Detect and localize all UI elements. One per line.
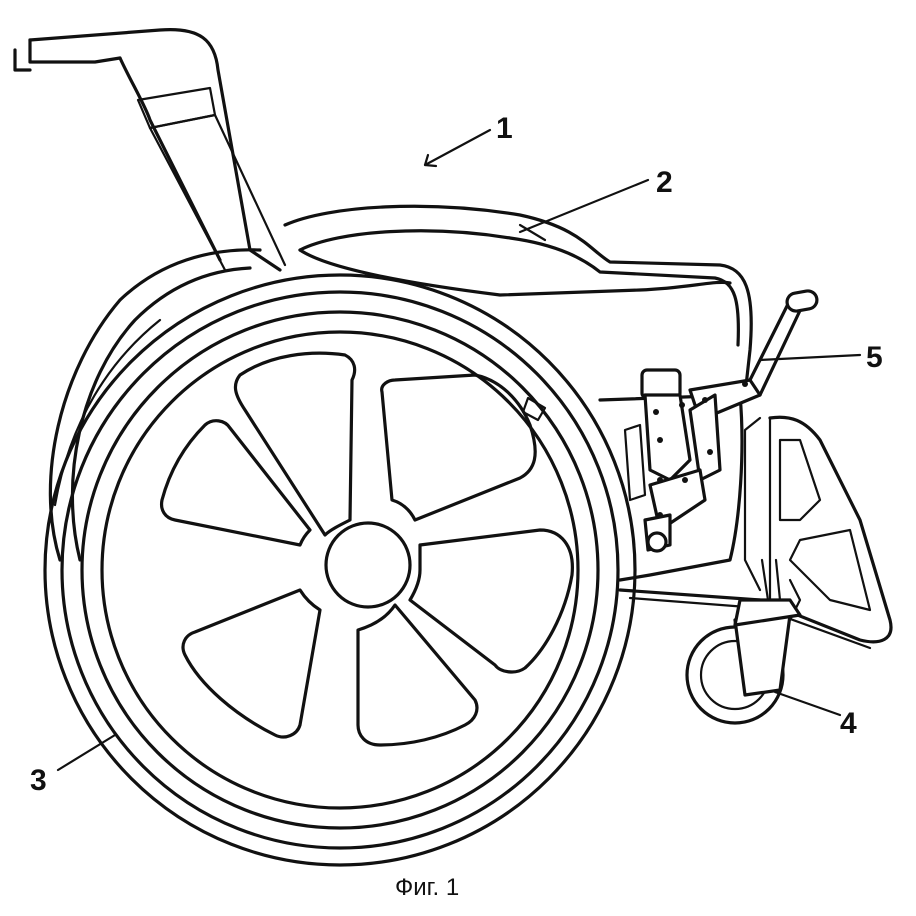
label-lever: 5 [866, 341, 883, 374]
figure-caption: Фиг. 1 [395, 874, 459, 901]
lever-mechanism [623, 289, 819, 553]
rear-wheel [43, 273, 637, 867]
label-frame: 1 [496, 112, 513, 145]
label-seat: 2 [656, 166, 673, 199]
label-caster: 4 [840, 707, 857, 740]
caster-wheel [685, 558, 802, 725]
label-rear-wheel: 3 [30, 764, 47, 797]
leader-lines [56, 128, 862, 772]
backrest-frame [13, 27, 287, 272]
seat-cushion [283, 204, 753, 397]
wheel-spokes [159, 351, 574, 747]
